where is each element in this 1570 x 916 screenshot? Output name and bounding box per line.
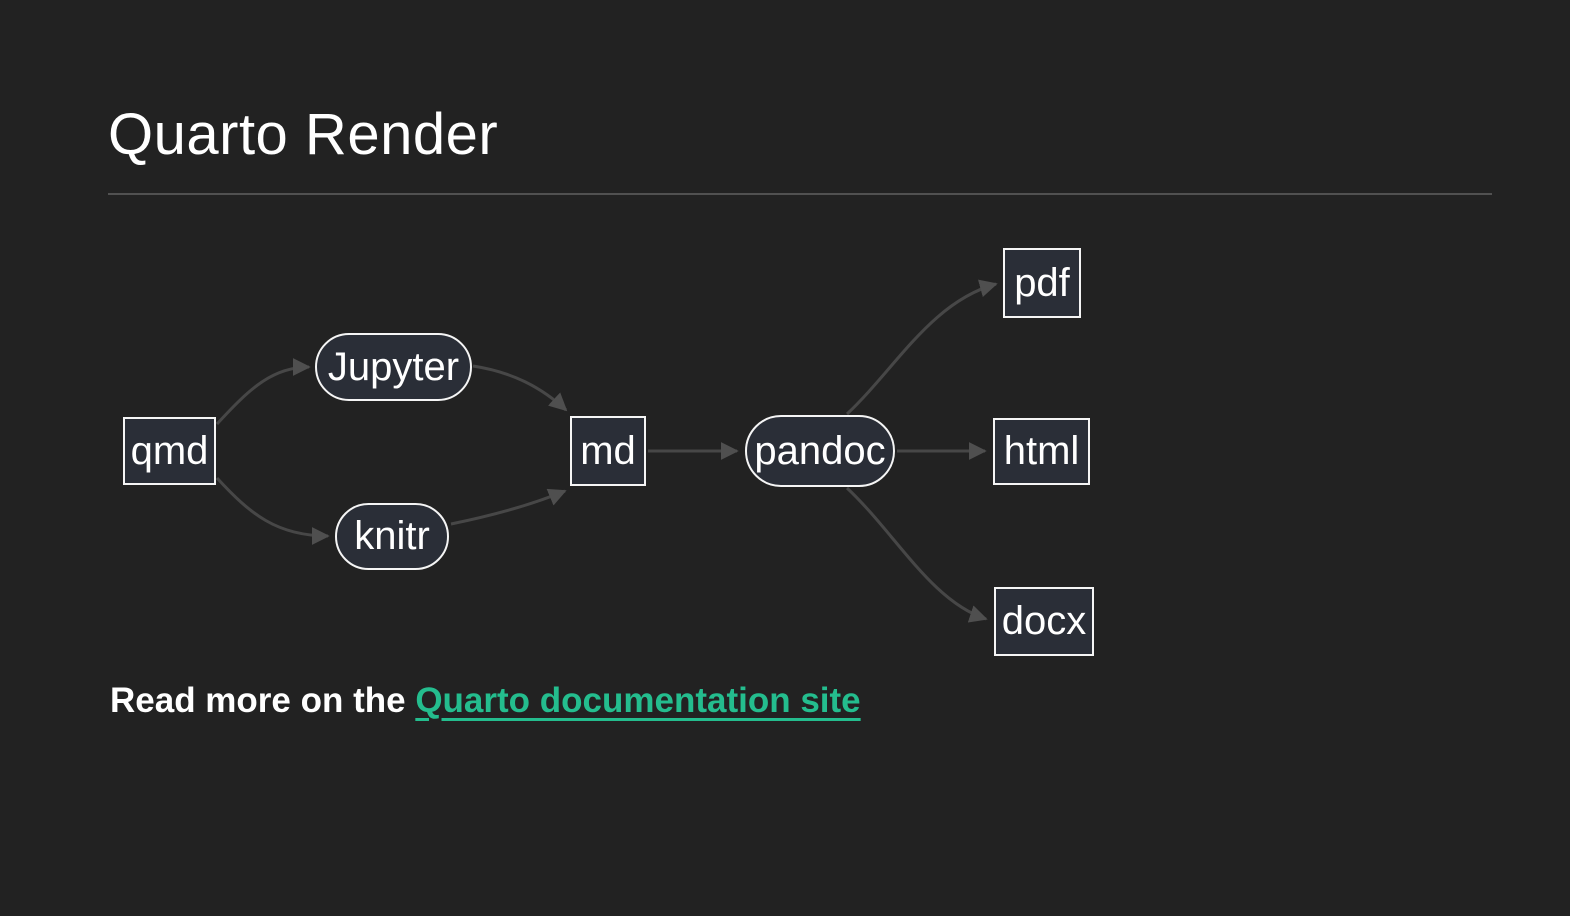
node-pandoc: pandoc [745, 415, 895, 487]
page-title: Quarto Render [108, 102, 499, 167]
node-pdf-label: pdf [1014, 260, 1070, 305]
node-docx-label: docx [1001, 599, 1087, 643]
node-html-label: html [1003, 429, 1080, 473]
edge-qmd-knitr [215, 476, 330, 545]
node-qmd-label: qmd [130, 428, 209, 473]
node-qmd: qmd [123, 417, 216, 485]
read-more-text: Read more on the Quarto documentation si… [110, 680, 861, 722]
node-md: md [570, 416, 646, 486]
node-knitr: knitr [335, 503, 449, 570]
node-knitr-label: knitr [354, 514, 430, 558]
edge-jupyter-md [472, 364, 568, 412]
node-md-label: md [580, 428, 636, 473]
node-pandoc-label: pandoc [754, 428, 886, 473]
node-docx: docx [994, 587, 1094, 656]
edge-pandoc-docx [845, 486, 988, 623]
node-jupyter: Jupyter [315, 333, 472, 401]
node-pdf: pdf [1003, 248, 1081, 318]
edge-pandoc-pdf [845, 279, 998, 416]
edge-knitr-md [450, 488, 567, 526]
edge-qmd-jupyter [215, 358, 311, 426]
quarto-docs-link[interactable]: Quarto documentation site [415, 681, 861, 720]
node-jupyter-label: Jupyter [327, 344, 460, 389]
node-html: html [993, 418, 1090, 485]
title-divider [108, 193, 1492, 195]
read-more-prefix: Read more on the [110, 681, 416, 720]
